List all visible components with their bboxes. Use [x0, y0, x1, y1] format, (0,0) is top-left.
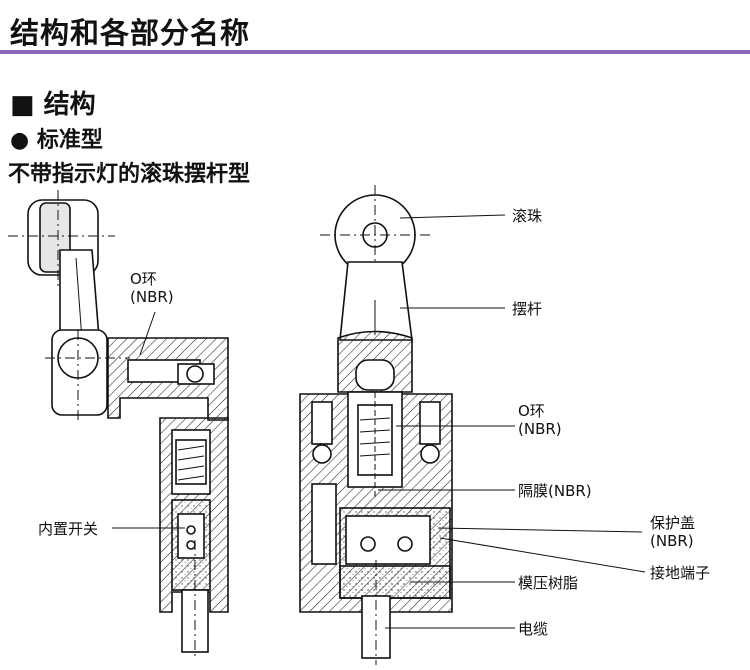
page-title: 结构和各部分名称 — [10, 16, 251, 50]
right-front-view — [299, 185, 646, 665]
label-roller: 滚珠 — [512, 207, 543, 225]
label-lever: 摆杆 — [512, 300, 543, 318]
label-diaphragm: 隔膜(NBR) — [518, 482, 592, 500]
label-o-ring-left-name: O环 — [130, 270, 157, 288]
label-builtin-switch: 内置开关 — [38, 520, 99, 538]
left-side-view — [8, 190, 229, 660]
label-protective-cover-material: (NBR) — [650, 532, 694, 550]
label-o-ring-left-material: (NBR) — [130, 288, 174, 306]
right-internal-switch — [345, 515, 431, 565]
label-o-ring-left: O环 (NBR) — [130, 270, 174, 306]
section-subheading: ● 标准型 — [10, 128, 103, 153]
label-o-ring-right-material: (NBR) — [518, 420, 562, 438]
label-cable: 电缆 — [518, 620, 549, 638]
right-lever — [339, 261, 413, 341]
label-protective-cover: 保护盖 (NBR) — [650, 514, 695, 550]
label-ground-terminal: 接地端子 — [650, 564, 711, 582]
label-molded-resin: 模压树脂 — [518, 574, 579, 592]
title-underline — [0, 50, 750, 54]
label-o-ring-right: O环 (NBR) — [518, 402, 562, 438]
section-heading: ■ 结构 — [10, 90, 96, 120]
label-protective-cover-name: 保护盖 — [650, 514, 696, 532]
diagram-caption: 不带指示灯的滚珠摆杆型 — [8, 162, 251, 187]
label-o-ring-right-name: O环 — [518, 402, 545, 420]
left-internal-switch — [177, 513, 205, 559]
